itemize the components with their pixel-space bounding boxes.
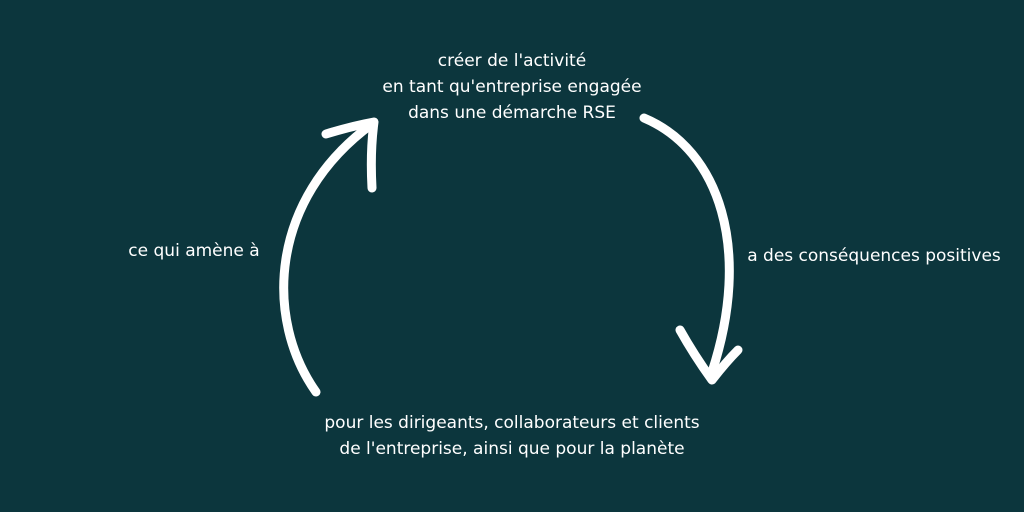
right-curved-arrow	[639, 113, 743, 385]
right-edge-label: a des conséquences positives	[747, 246, 1001, 266]
bottom-node-line-2: de l'entreprise, ainsi que pour la planè…	[339, 439, 685, 459]
bottom-node: pour les dirigeants, collaborateurs et c…	[272, 410, 752, 462]
right-arrow-head	[675, 325, 743, 385]
top-node-line-3: dans une démarche RSE	[408, 103, 616, 123]
top-node-line-1: créer de l'activité	[437, 51, 587, 71]
top-node: créer de l'activité en tant qu'entrepris…	[362, 48, 662, 126]
left-curved-arrow	[279, 117, 379, 397]
left-edge-label: ce qui amène à	[128, 241, 260, 261]
top-node-line-2: en tant qu'entreprise engagée	[382, 77, 642, 97]
bottom-node-line-1: pour les dirigeants, collaborateurs et c…	[324, 413, 700, 433]
right-arrow-shaft	[639, 113, 734, 377]
left-arrow-head	[321, 117, 379, 193]
left-arrow-shaft	[279, 119, 377, 397]
